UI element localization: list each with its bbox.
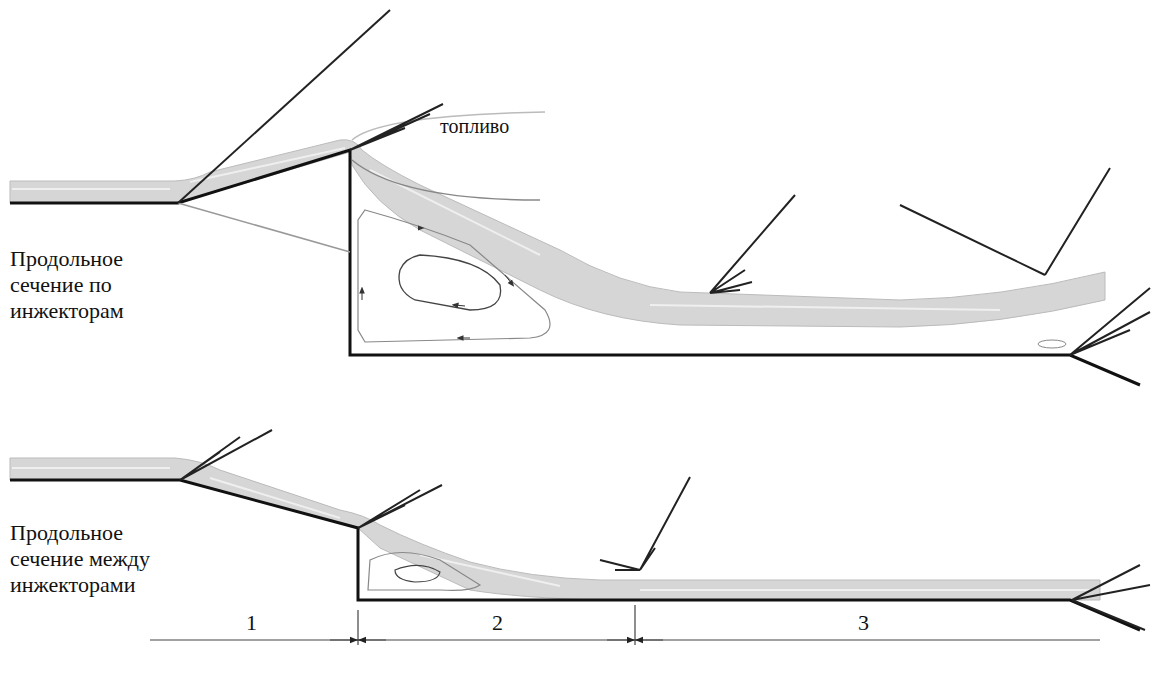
section-title: Продольное сечение по инжекторам	[10, 246, 190, 324]
fuel-label: топливо	[440, 113, 509, 139]
bottom-section	[10, 430, 1150, 630]
zone-number: 1	[246, 610, 257, 636]
section-title: Продольное сечение между инжекторами	[10, 520, 200, 598]
zone-number: 2	[492, 610, 503, 636]
dimension-line	[150, 605, 1100, 645]
top-section	[10, 10, 1150, 385]
zone-number: 3	[858, 610, 869, 636]
